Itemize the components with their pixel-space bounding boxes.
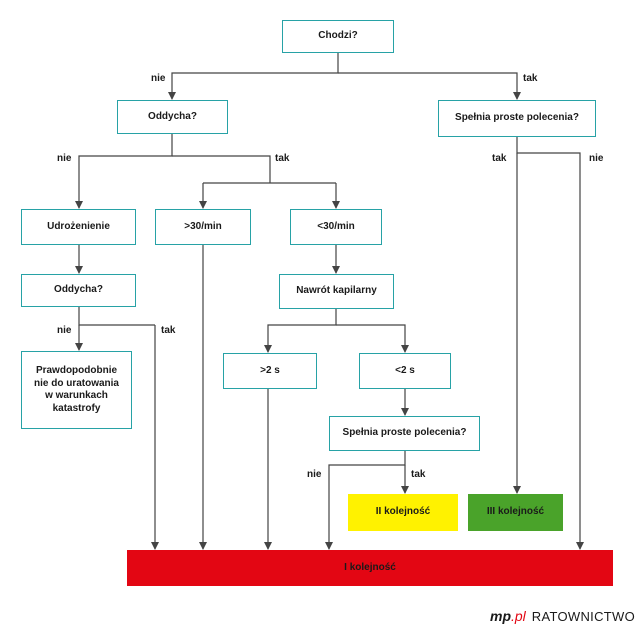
connector (75, 134, 173, 209)
brand-logo: mp .pl RATOWNICTWO (490, 608, 635, 624)
connector (78, 307, 155, 326)
node-spelnia-proste-polecenia: Spełnia proste polecenia? (438, 100, 596, 137)
brand-pl: .pl (511, 608, 526, 624)
label-nie: nie (57, 153, 72, 164)
connector (264, 309, 337, 353)
connector (168, 53, 339, 100)
label-nie: nie (57, 325, 72, 336)
label-tak: tak (161, 325, 176, 336)
node-ii-kolejnosc: II kolejność (348, 494, 458, 531)
node-chodzi: Chodzi? (282, 20, 394, 53)
node-oddycha: Oddycha? (117, 100, 228, 134)
label-tak: tak (492, 153, 507, 164)
node-lt30: <30/min (290, 209, 382, 245)
node-lt2s: <2 s (359, 353, 451, 389)
connector (325, 451, 406, 550)
brand-mp: mp (490, 608, 511, 624)
node-gt30: >30/min (155, 209, 251, 245)
node-nawrot-kapilarny: Nawrót kapilarny (279, 274, 394, 309)
node-i-kolejnosc: I kolejność (127, 550, 613, 586)
brand-name: RATOWNICTWO (531, 608, 635, 624)
connector (172, 155, 271, 183)
node-prawdopodobnie: Prawdopodobnie nie do uratowania w warun… (21, 351, 132, 429)
node-iii-kolejnosc: III kolejność (468, 494, 563, 531)
node-oddycha-2: Oddycha? (21, 274, 136, 307)
label-tak: tak (411, 469, 426, 480)
label-nie: nie (307, 469, 322, 480)
label-tak: tak (523, 73, 538, 84)
node-gt2s: >2 s (223, 353, 317, 389)
connector (516, 137, 584, 550)
connector (336, 324, 409, 353)
label-nie: nie (589, 153, 604, 164)
connector (338, 72, 521, 100)
label-tak: tak (275, 153, 290, 164)
node-udroznienie: Udrożenienie (21, 209, 136, 245)
label-nie: nie (151, 73, 166, 84)
node-spelnia-proste-polecenia-2: Spełnia proste polecenia? (329, 416, 480, 451)
